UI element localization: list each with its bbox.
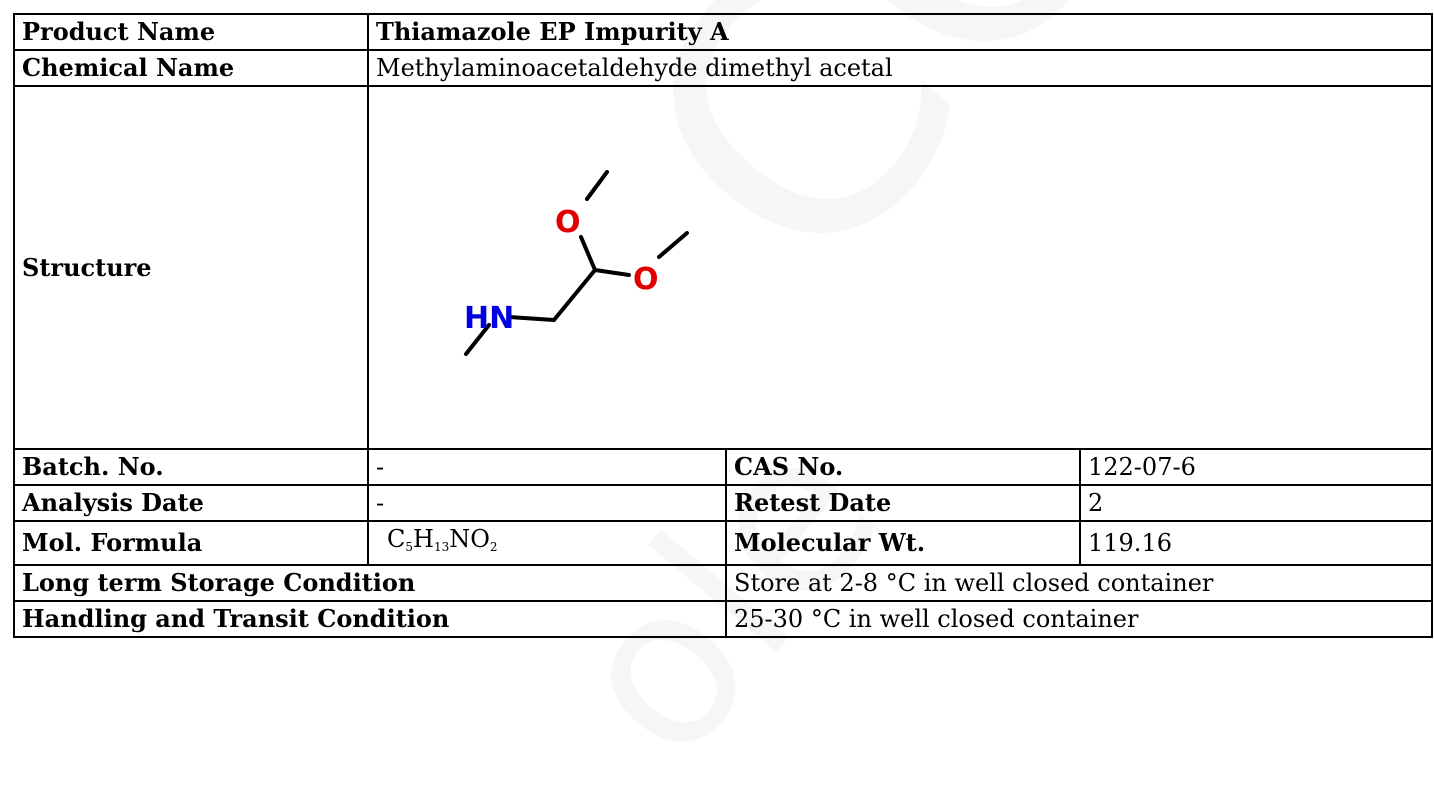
cas-value: 122-07-6 — [1079, 448, 1434, 486]
handling-label: Handling and Transit Condition — [13, 600, 727, 638]
retest-date-label: Retest Date — [725, 484, 1081, 522]
analysis-date-label: Analysis Date — [13, 484, 369, 522]
formula-c: C — [387, 525, 406, 553]
formula-o-count: 2 — [489, 540, 498, 554]
bond-o2-methyl — [657, 231, 689, 259]
mol-wt-value: 119.16 — [1079, 520, 1434, 566]
atom-oxygen-2: O — [633, 262, 659, 297]
product-name-label: Product Name — [13, 13, 369, 51]
batch-value: - — [367, 448, 727, 486]
bond-methyl-n — [464, 323, 491, 356]
atom-oxygen-1: O — [555, 205, 581, 240]
atom-nitrogen: HN — [464, 301, 514, 336]
row-product-name: Product Name Thiamazole EP Impurity A — [13, 13, 1434, 51]
storage-value: Store at 2-8 °C in well closed container — [724, 564, 1434, 602]
storage-label: Long term Storage Condition — [13, 564, 727, 602]
row-structure: Structure O O HN — [13, 85, 1434, 450]
row-formula: Mol. Formula C5H13NO2 Molecular Wt. 119.… — [13, 520, 1434, 566]
mol-formula-value: C5H13NO2 — [367, 520, 727, 566]
bond-ch-o1 — [579, 235, 597, 272]
row-chemical-name: Chemical Name Methylaminoacetaldehyde di… — [13, 49, 1434, 87]
mol-formula-label: Mol. Formula — [13, 520, 369, 566]
coa-table: Product Name Thiamazole EP Impurity A Ch… — [13, 13, 1434, 638]
chemical-name-label: Chemical Name — [13, 49, 369, 87]
retest-date-value: 2 — [1079, 484, 1434, 522]
formula-h: H — [413, 525, 434, 553]
formula-no: NO — [449, 525, 490, 553]
handling-value: 25-30 °C in well closed container — [724, 600, 1434, 638]
bond-n-ch2 — [507, 315, 556, 322]
structure-diagram: O O HN — [464, 170, 689, 356]
bond-ch-o2 — [593, 268, 631, 277]
row-analysis: Analysis Date - Retest Date 2 — [13, 484, 1434, 522]
structure-label: Structure — [13, 85, 369, 450]
bond-ch2-ch — [552, 268, 597, 322]
formula-c-count: 5 — [405, 540, 414, 554]
structure-cell: O O HN — [366, 85, 1434, 450]
chemical-name-value: Methylaminoacetaldehyde dimethyl acetal — [366, 49, 1434, 87]
formula-h-count: 13 — [433, 540, 450, 554]
cas-label: CAS No. — [725, 448, 1081, 486]
row-storage: Long term Storage Condition Store at 2-8… — [13, 564, 1434, 602]
mol-wt-label: Molecular Wt. — [725, 520, 1081, 566]
product-name-value: Thiamazole EP Impurity A — [366, 13, 1434, 51]
row-handling: Handling and Transit Condition 25-30 °C … — [13, 600, 1434, 638]
row-batch: Batch. No. - CAS No. 122-07-6 — [13, 448, 1434, 486]
batch-label: Batch. No. — [13, 448, 369, 486]
analysis-date-value: - — [367, 484, 727, 522]
bond-o1-methyl — [585, 170, 609, 201]
